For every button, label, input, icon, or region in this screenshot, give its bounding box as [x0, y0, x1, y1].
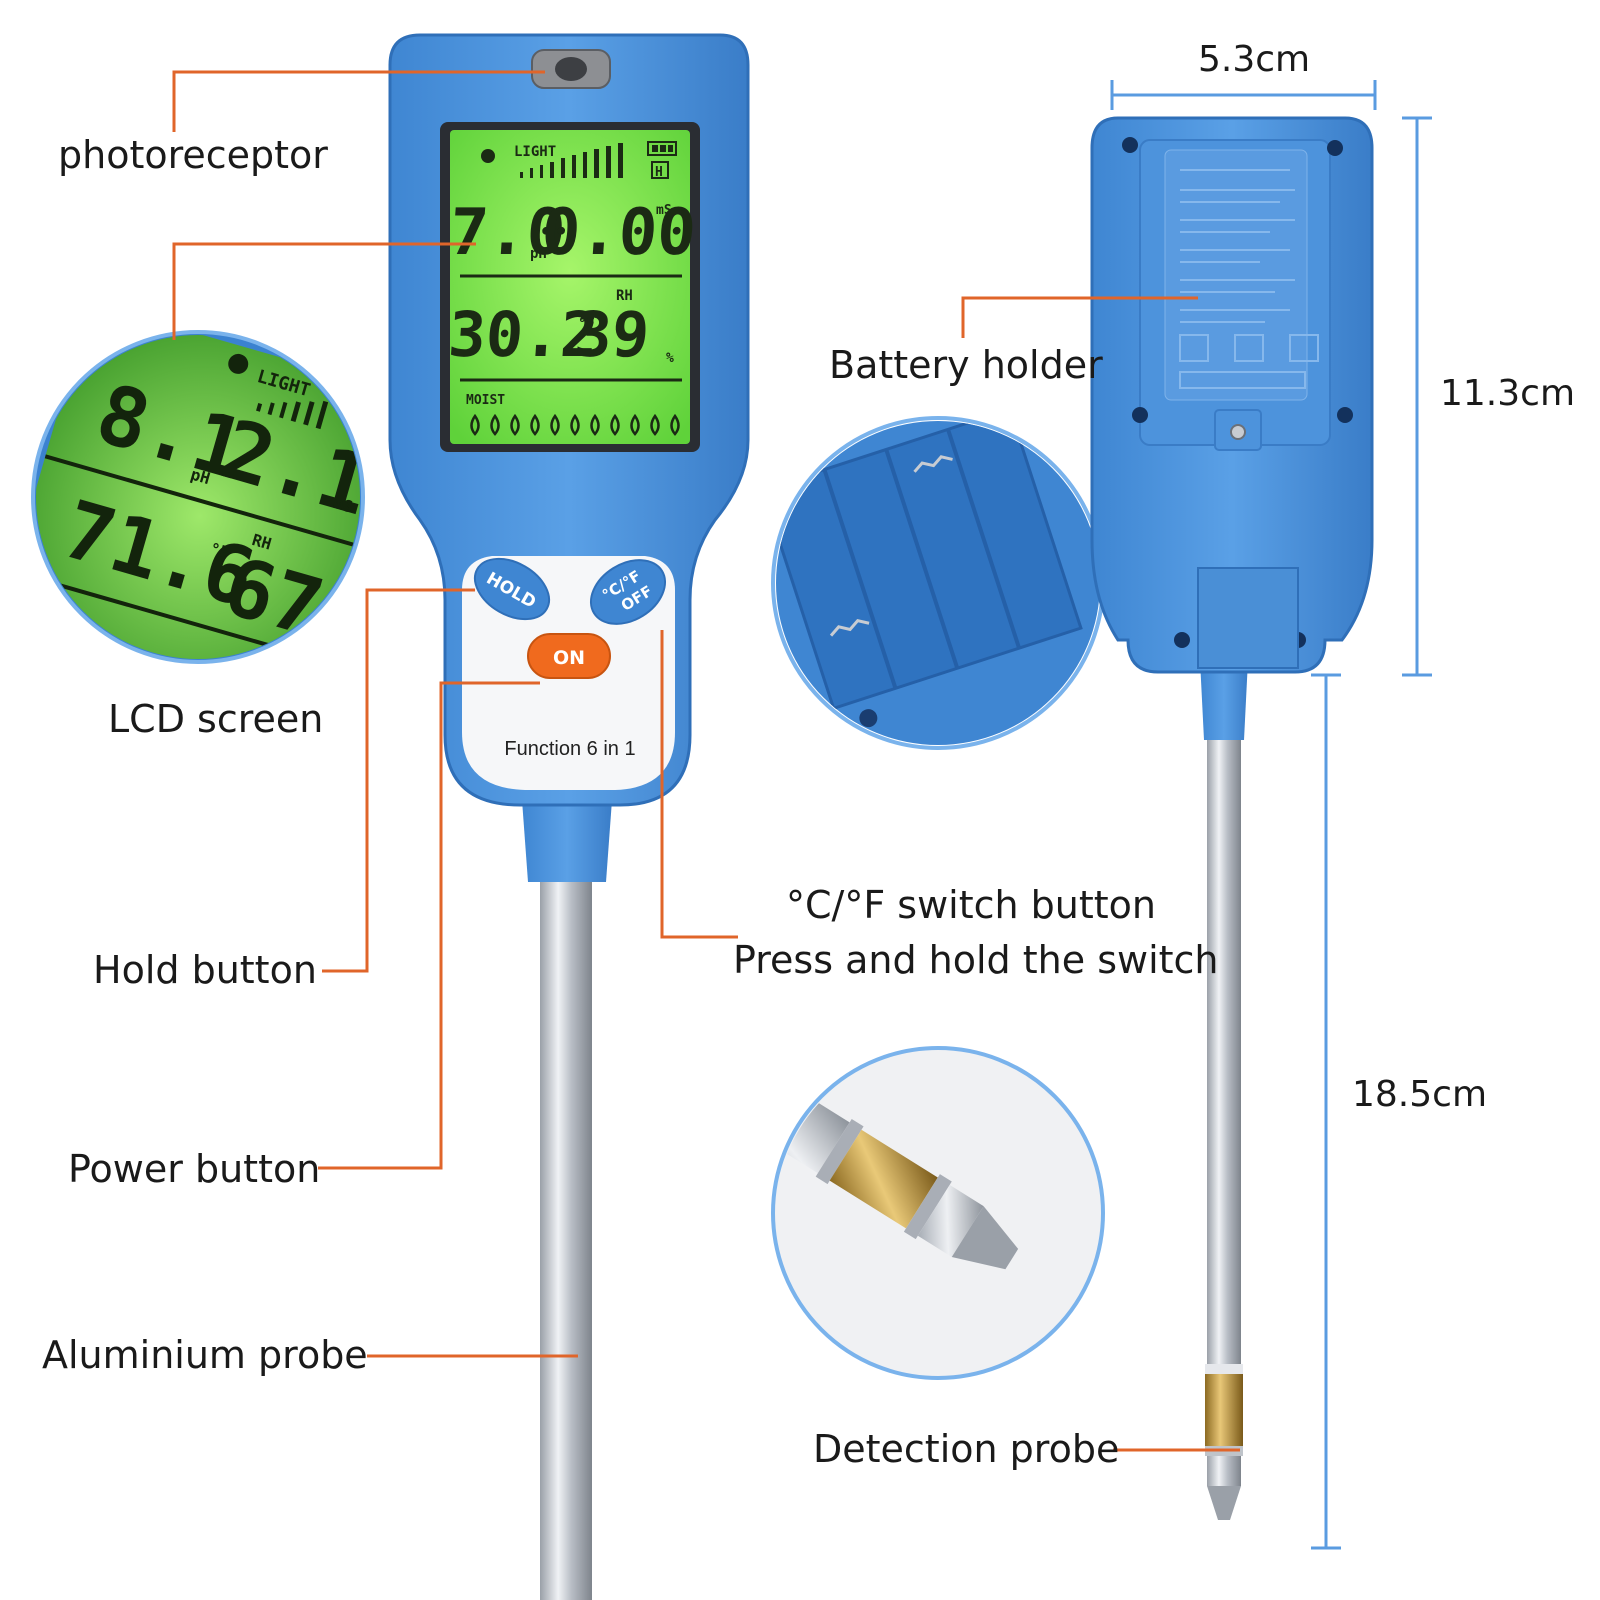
dimension-lines: [1110, 80, 1432, 1550]
battery-zoom-circle: [771, 416, 1105, 750]
power-button-label: ON: [553, 647, 585, 669]
zoom-moist-label: MOIST: [12, 584, 64, 616]
zoom-rh-label: RH: [250, 530, 274, 554]
lcd-temp-value: 30.2: [446, 298, 600, 371]
probe-zoom-circle: [771, 1046, 1105, 1380]
callout-lines: [172, 70, 1240, 1452]
hold-button[interactable]: HOLD: [464, 546, 559, 631]
lcd-rh-unit: %: [666, 351, 674, 366]
zoom-ec-unit: mS: [331, 493, 355, 517]
lcd-zoom-circle: LIGHT 8.1 pH 2.10 mS 71.6 °F RH 67 % MOI…: [12, 330, 365, 664]
light-level-bars: [520, 143, 623, 178]
cover-text-lines: [1180, 169, 1295, 323]
lcd-rh-value: 39: [572, 298, 652, 371]
label-power-button: Power button: [68, 1147, 321, 1191]
dimension-body-height-label: 11.3cm: [1440, 373, 1576, 414]
callout-hold-button: [322, 588, 475, 973]
zoom-rh-unit: %: [302, 630, 317, 651]
callout-lcd-screen: [172, 242, 476, 340]
function-text: Function 6 in 1: [504, 738, 635, 760]
lcd-screen: [450, 130, 690, 444]
callout-battery-holder: [961, 296, 1198, 338]
detection-probe-brass: [1205, 1374, 1243, 1446]
lcd-temp-unit: °F: [578, 316, 595, 332]
lcd-ph-value: 7.0: [447, 196, 568, 270]
callout-photoreceptor: [172, 70, 545, 132]
cf-off-button[interactable]: °C/°F OFF: [579, 547, 677, 637]
callout-power-button: [318, 681, 540, 1170]
label-aluminium-probe: Aluminium probe: [42, 1333, 368, 1377]
probe-neck: [522, 800, 612, 882]
zoom-temp-unit: °F: [208, 539, 232, 563]
battery-icon: [647, 141, 677, 156]
label-hold-button: Hold button: [93, 948, 317, 992]
lcd-light-label: LIGHT: [514, 144, 556, 160]
moisture-drops: [470, 413, 680, 436]
lcd-hold-indicator: H: [655, 165, 663, 180]
label-battery-holder: Battery holder: [829, 343, 1103, 387]
lcd-ec-unit: mS: [656, 203, 672, 218]
sun-icon: [481, 149, 495, 163]
aluminium-probe-shaft: [540, 860, 592, 1600]
label-detection-probe: Detection probe: [813, 1427, 1120, 1471]
lcd-ph-unit: pH: [530, 246, 547, 262]
dimension-probe-length-label: 18.5cm: [1352, 1074, 1488, 1115]
photoreceptor-sensor: [555, 57, 587, 81]
front-device: LIGHT H 7.0 pH 0.00 mS: [388, 33, 750, 1600]
lcd-moist-label: MOIST: [466, 393, 505, 408]
lcd-ec-value: 0.00: [539, 196, 698, 270]
callout-switch-button: [660, 630, 738, 939]
power-button[interactable]: ON: [527, 633, 611, 679]
cover-screw: [1230, 424, 1246, 440]
zoom-ph-unit: pH: [189, 465, 213, 489]
label-switch-button: °C/°F switch button: [786, 883, 1156, 927]
detection-probe-shaft: [1207, 735, 1241, 1375]
label-lcd-screen: LCD screen: [108, 697, 324, 741]
dimension-width-label: 5.3cm: [1198, 39, 1311, 80]
lcd-rh-label: RH: [616, 288, 633, 304]
back-device: [1090, 116, 1374, 1520]
label-switch-hold: Press and hold the switch: [733, 938, 1219, 982]
label-photoreceptor: photoreceptor: [58, 133, 328, 177]
lcd-content: LIGHT H 7.0 pH 0.00 mS: [446, 141, 698, 436]
